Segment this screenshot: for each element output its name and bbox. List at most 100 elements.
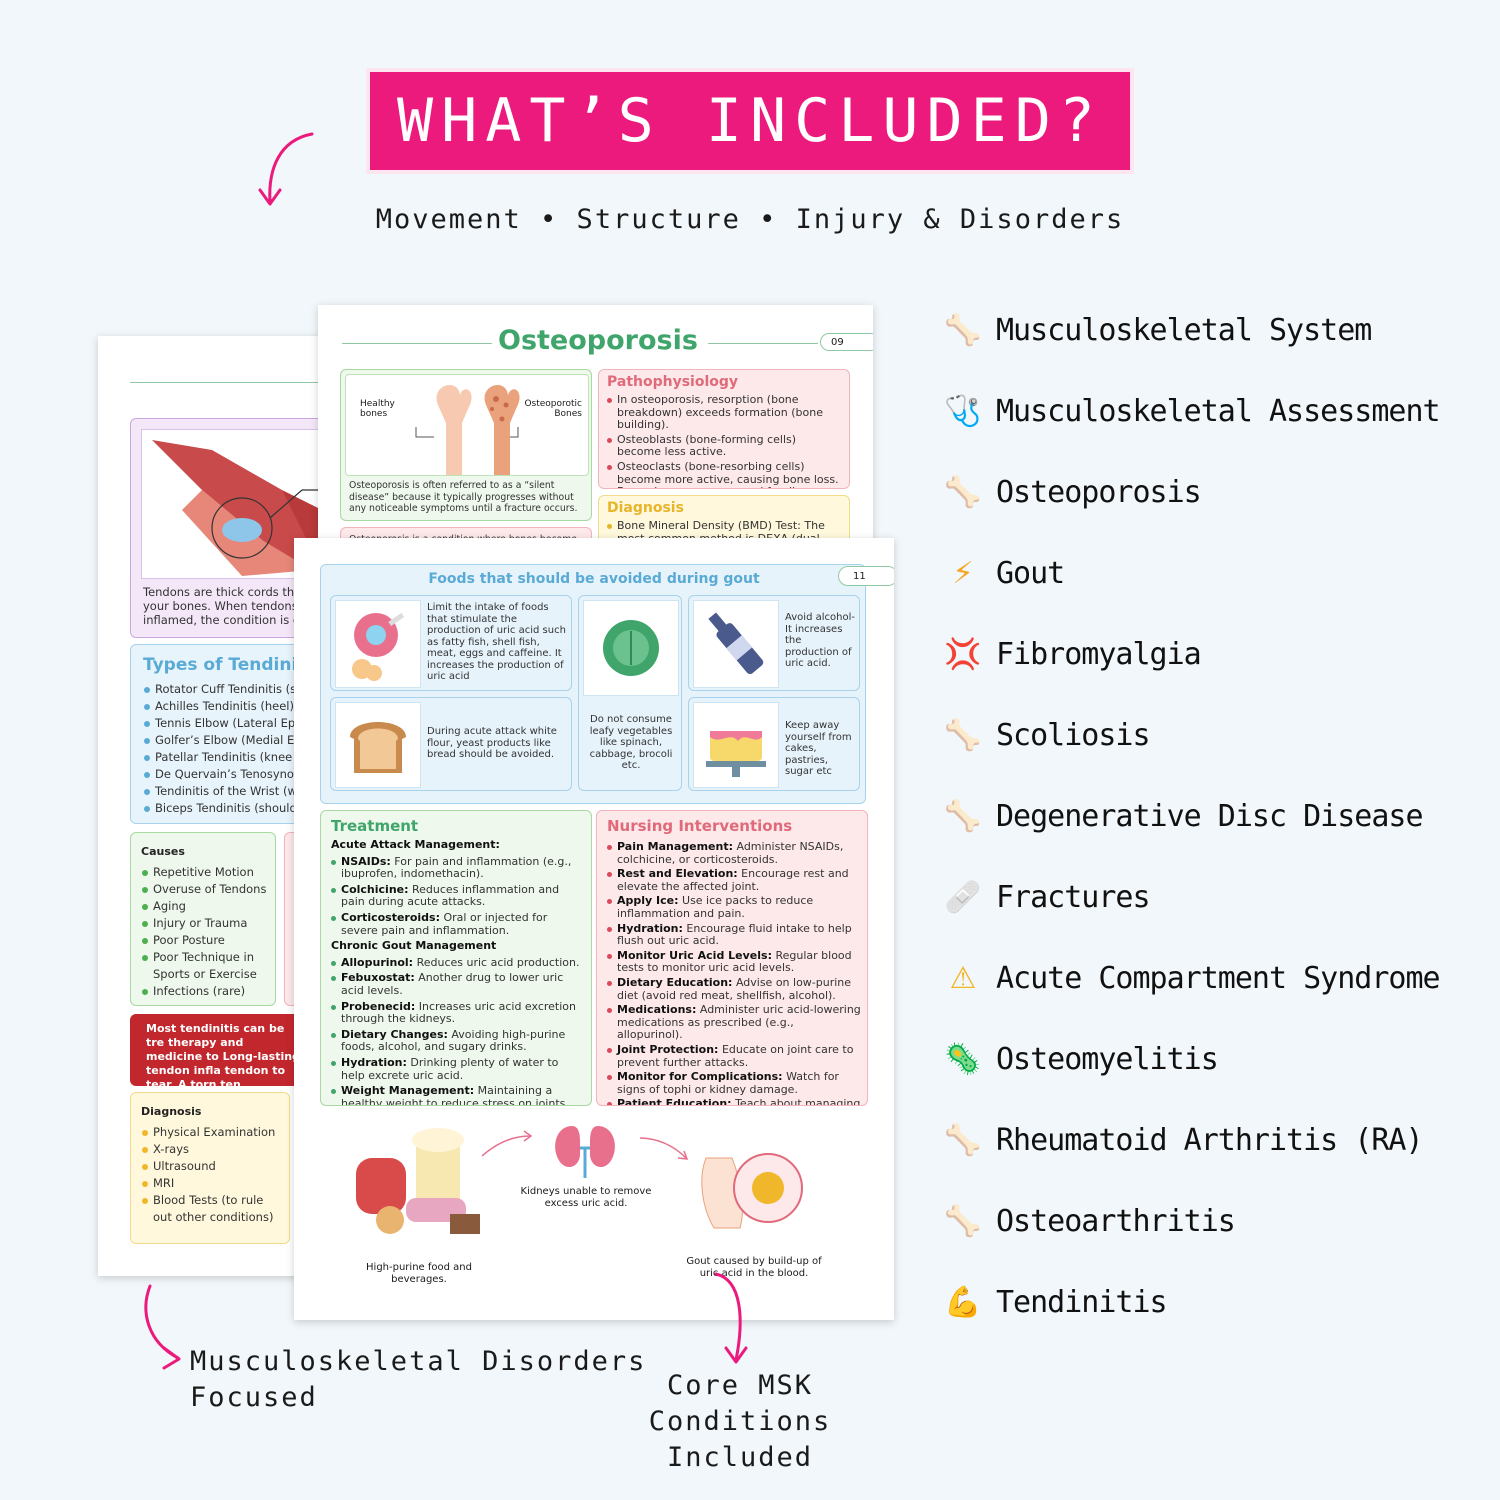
healthy-label: Healthy bones (360, 399, 395, 419)
item-term: Colchicine: (341, 882, 409, 896)
item-text: Encourage fluid intake to help flush out… (617, 921, 852, 948)
cake-icon (693, 702, 779, 788)
item-text: Watch for signs of tophi or kidney damag… (617, 1070, 839, 1096)
tendon-description: Tendons are thick cords th your bones. W… (143, 585, 300, 627)
list-item: X-rays (141, 1141, 275, 1158)
item-term: Monitor Uric Acid Levels: (617, 948, 772, 962)
page-number: 09 (820, 333, 873, 351)
curved-arrow-icon (258, 132, 314, 206)
list-item: Injury or Trauma (141, 915, 266, 932)
list-item: Weight Management: Maintaining a healthy… (331, 1084, 585, 1105)
alert-text: Most tendinitis can be tre therapy and m… (146, 1022, 300, 1086)
item-text: Drinking plenty of water to help excrete… (341, 1055, 559, 1082)
food-card-meat: Limit the intake of foods that stimulate… (330, 595, 572, 691)
list-item: Tennis Elbow (Lateral Epi (143, 715, 302, 732)
item-text: Educate on joint care to prevent further… (617, 1042, 854, 1069)
list-item: Physical Examination (141, 1124, 275, 1141)
nursing-list: Pain Management: Administer NSAIDs, colc… (607, 840, 861, 1106)
item-text: Encourage rest and elevate the affected … (617, 867, 849, 893)
nursing-box: Nursing Interventions Pain Management: A… (596, 810, 868, 1106)
list-item: Patient Education: Teach about managing … (607, 1097, 861, 1106)
caption-line: Included (666, 1442, 814, 1473)
list-item: Monitor for Complications: Watch for sig… (607, 1070, 861, 1096)
item-label: Scoliosis (996, 717, 1151, 753)
bone-illustration: Healthy bones Osteoporotic Bones (345, 374, 589, 476)
banner-title: WHAT’S INCLUDED? (397, 86, 1103, 156)
item-label: Fibromyalgia (996, 636, 1202, 672)
item-label: Musculoskeletal System (996, 312, 1372, 348)
curved-arrow-icon (144, 1284, 181, 1370)
bone-icon: 🦴 (944, 474, 982, 510)
treatment-title: Treatment (331, 817, 419, 835)
divider (130, 382, 450, 383)
bone-icon: 🦴 (944, 798, 982, 834)
bone-icon: 🦴 (944, 1122, 982, 1158)
food-text: Avoid alcohol-It increases the productio… (785, 612, 855, 669)
nursing-title: Nursing Interventions (607, 817, 793, 835)
list-item: Apply Ice: Use ice packs to reduce infla… (607, 895, 861, 920)
item-term: Hydration: (341, 1055, 407, 1069)
gout-flow-illustration (356, 1126, 803, 1234)
cabbage-icon (583, 600, 679, 696)
pathophysiology-box: Pathophysiology In osteoporosis, resorpt… (598, 369, 850, 489)
lightning-icon: ⚡ (952, 555, 974, 591)
list-item: Osteoclasts (bone-resorbing cells) becom… (607, 460, 843, 488)
item-label: Tendinitis (996, 1284, 1168, 1320)
list-item: Corticosteroids: Oral or injected for se… (331, 910, 585, 937)
list-item: In osteoporosis, resorption (bone breakd… (607, 393, 843, 432)
item-text: For pain and inflammation (e.g., ibuprof… (341, 854, 572, 881)
item-term: Febuxostat: (341, 971, 415, 985)
list-item: 🦠Osteomyelitis (938, 1029, 1218, 1089)
meat-icon (335, 600, 421, 688)
list-item: 🦴Osteoporosis (938, 462, 1201, 522)
list-item: Overuse of Tendons (141, 881, 266, 898)
list-item: 🩺Musculoskeletal Assessment (938, 381, 1440, 441)
item-text: Reduces uric acid production. (413, 955, 580, 969)
divider (708, 343, 818, 344)
item-term: Allopurinol: (341, 955, 414, 969)
item-text: Reduces inflammation and pain during acu… (341, 882, 560, 909)
item-term: NSAIDs: (341, 854, 391, 868)
item-term: Rest and Elevation: (617, 867, 738, 881)
item-term: Patient Education: (617, 1097, 732, 1106)
item-label: Rheumatoid Arthritis (RA) (996, 1122, 1424, 1158)
foods-box: Foods that should be avoided during gout… (320, 564, 866, 804)
item-text: Advise on low-purine diet (avoid red mea… (617, 975, 852, 1002)
list-item: Infections (rare) (141, 983, 266, 1000)
list-item: 💪Tendinitis (938, 1272, 1167, 1332)
list-item: Dietary Changes: Avoiding high-purine fo… (331, 1028, 585, 1054)
list-item: MRI (141, 1175, 275, 1192)
diagnosis-title: Diagnosis (141, 1105, 202, 1118)
list-item: Poor Posture (141, 932, 266, 949)
acute-title: Acute Attack Management: (331, 838, 500, 851)
item-text: Oral or injected for severe pain and inf… (341, 910, 548, 937)
list-item: 🩹Fractures (938, 867, 1150, 927)
list-item: Pain Management: Administer NSAIDs, colc… (607, 840, 861, 866)
list-item: Osteoblasts (bone-forming cells) become … (607, 433, 843, 459)
pathophysiology-title: Pathophysiology (607, 374, 739, 390)
types-list: Rotator Cuff Tendinitis (s Achilles Tend… (143, 681, 302, 817)
list-item: Rotator Cuff Tendinitis (s (143, 681, 302, 698)
stethoscope-icon: 🩺 (944, 393, 982, 429)
list-item: Hydration: Drinking plenty of water to h… (331, 1055, 585, 1082)
item-label: Fractures (996, 879, 1151, 915)
list-item: Hydration: Encourage fluid intake to hel… (607, 921, 861, 948)
list-item: Joint Protection: Educate on joint care … (607, 1042, 861, 1069)
caption-left: Musculoskeletal Disorders Focused (190, 1344, 646, 1416)
list-item: Febuxostat: Another drug to lower uric a… (331, 972, 585, 997)
page-number: 11 (838, 566, 894, 586)
list-item: 🦴 Scoliosis (938, 705, 1150, 765)
causes-box: Causes Repetitive Motion Overuse of Tend… (130, 832, 276, 1006)
list-item: NSAIDs: For pain and inflammation (e.g.,… (331, 854, 585, 881)
pathophysiology-list: In osteoporosis, resorption (bone breakd… (607, 393, 843, 488)
food-card-vegetable: Do not consume leafy vegetables like spi… (578, 595, 682, 791)
item-label: Degenerative Disc Disease (996, 798, 1424, 834)
item-text: Administer NSAIDs, colchicine, or cortic… (617, 840, 844, 866)
title-banner: WHAT’S INCLUDED? (370, 72, 1130, 170)
list-item: Biceps Tendinitis (should (143, 800, 302, 817)
list-item: ⚡Gout (938, 543, 1065, 603)
list-item: Medications: Administer uric acid-loweri… (607, 1003, 861, 1042)
list-item: 🦴Musculoskeletal System (938, 300, 1372, 360)
bone-icon: 🦴 (944, 717, 982, 753)
gout-page: Foods that should be avoided during gout… (294, 538, 894, 1320)
